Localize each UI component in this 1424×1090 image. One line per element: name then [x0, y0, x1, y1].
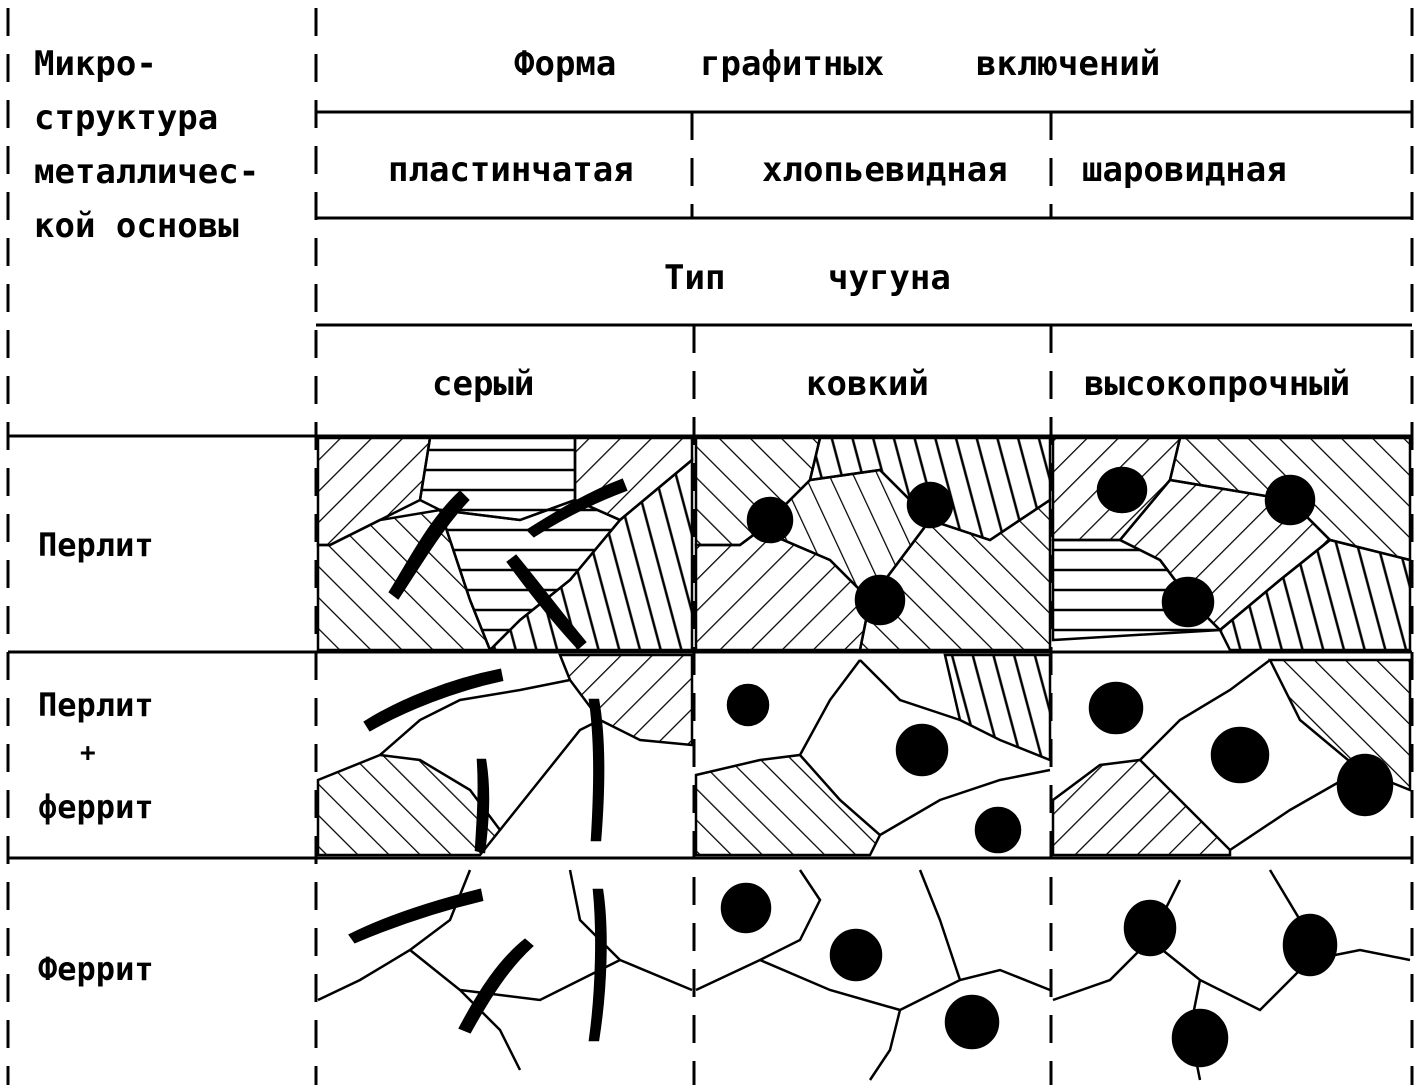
- microstructure-label-line4: кой основы: [34, 206, 239, 246]
- micro-gray-pearlite: [316, 436, 694, 653]
- row-label-pearlite-ferrite-line1: Перлит: [38, 686, 154, 724]
- graphite-form-flaky: хлопьевидная: [762, 150, 1008, 190]
- microstructure-label-line2: структура: [34, 98, 219, 138]
- micro-ductile-ferrite: [1052, 869, 1411, 1081]
- iron-type-ductile: высокопрочный: [1084, 364, 1351, 404]
- iron-type-title-word1: Тип: [664, 258, 726, 298]
- micro-malleable-ferrite: [695, 869, 1051, 1081]
- microstructure-label-line3: металличес-: [34, 152, 260, 192]
- micro-ductile-pearlite-ferrite: [1051, 658, 1412, 857]
- micro-gray-ferrite: [317, 869, 693, 1071]
- graphite-form-title-word2: графитных: [700, 44, 885, 84]
- micro-malleable-pearlite: [694, 436, 1052, 652]
- row-label-pearlite-ferrite-plus: +: [80, 738, 96, 768]
- microstructure-label-line1: Микро-: [34, 44, 157, 84]
- micro-ductile-pearlite: [1051, 436, 1412, 652]
- iron-type-gray: серый: [432, 364, 535, 404]
- micro-gray-pearlite-ferrite: [316, 653, 694, 857]
- row-label-ferrite: Феррит: [38, 950, 154, 988]
- iron-type-malleable: ковкий: [806, 364, 929, 404]
- graphite-form-spheroidal: шаровидная: [1082, 150, 1287, 190]
- iron-type-title-word2: чугуна: [828, 258, 951, 298]
- graphite-form-lamellar: пластинчатая: [388, 150, 634, 190]
- graphite-form-title-word1: Форма: [514, 44, 617, 84]
- graphite-form-title-word3: включений: [976, 44, 1161, 84]
- row-label-pearlite: Перлит: [38, 526, 154, 564]
- row-label-pearlite-ferrite-line3: феррит: [38, 788, 154, 826]
- micro-malleable-pearlite-ferrite: [694, 653, 1052, 857]
